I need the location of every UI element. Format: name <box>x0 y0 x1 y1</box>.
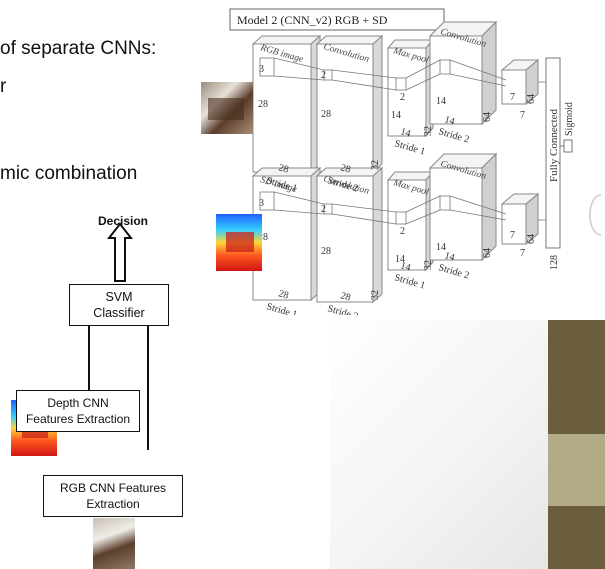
top-28-bottom-edge: 28 <box>277 162 290 175</box>
rgb-cnn-line2: Extraction <box>86 497 140 511</box>
top-stride2-conv2: Stride 2 <box>437 126 470 145</box>
bottom-conv-2: 2 <box>321 204 326 215</box>
decorative-bar-middle <box>548 434 605 506</box>
top-conv-2: 2 <box>321 70 326 81</box>
bottom-stride1-pool: Stride 1 <box>393 272 426 291</box>
depth-cnn-line1: Depth CNN <box>47 396 109 410</box>
bottom-final-7a: 7 <box>510 230 515 241</box>
top-stride1-pool: Stride 1 <box>393 138 426 157</box>
cnn-title: Model 2 (CNN_v2) RGB + SD <box>237 13 388 27</box>
svm-label-line1: SVM <box>105 290 133 304</box>
bottom-pool-14: 14 <box>395 254 405 265</box>
bottom-conv2-14: 14 <box>436 242 446 253</box>
rgb-room-photo <box>93 518 135 569</box>
svm-classifier-box: SVM Classifier <box>69 284 169 326</box>
decision-label: Decision <box>98 214 149 228</box>
flow-diagram-connectors <box>11 222 152 456</box>
bottom-64-final: 64 <box>526 234 537 244</box>
bottom-32-pool-depth: 32 <box>423 260 434 270</box>
top-final-7a: 7 <box>510 92 515 103</box>
slide-text-line-3: mic combination <box>0 163 138 184</box>
bottom-32-depth: 32 <box>370 290 381 300</box>
fc-128-label: 128 <box>549 255 560 270</box>
top-kernel-3: 3 <box>259 64 264 75</box>
bottom-stride2-conv2: Stride 2 <box>437 262 470 281</box>
top-pool-14: 14 <box>391 110 401 121</box>
bottom-final-7b: 7 <box>520 248 525 259</box>
depth-cnn-line2: Features Extraction <box>25 412 131 426</box>
top-14-conv2-edge: 14 <box>443 114 456 127</box>
rgb-cnn-line1: RGB CNN Features <box>59 481 167 495</box>
cnn-title-box <box>229 8 445 31</box>
bottom-14-conv2-edge: 14 <box>443 250 456 263</box>
top-28-conv-edge: 28 <box>339 162 352 175</box>
rgb-cnn-box: RGB CNN Features Extraction <box>43 475 183 517</box>
bottom-pool-2: 2 <box>400 226 405 237</box>
bottom-14-pool-edge: 14 <box>399 260 412 273</box>
bottom-64-depth: 64 <box>482 248 493 258</box>
bottom-conv-28: 28 <box>321 246 331 257</box>
sigmoid-label: Sigmoid <box>564 102 575 136</box>
fully-connected-label: Fully Connected <box>548 108 560 182</box>
decision-arrow-icon <box>106 222 134 282</box>
top-conv-28: 28 <box>321 109 331 120</box>
bottom-stride2-conv: Stride 2 <box>326 303 359 315</box>
bottom-kernel-3: 3 <box>259 198 264 209</box>
decorative-bar-bottom <box>548 506 605 569</box>
top-final-7b: 7 <box>520 110 525 121</box>
top-conv2-14: 14 <box>436 96 446 107</box>
svm-label-line2: Classifier <box>93 306 145 320</box>
bottom-28-conv-edge: 28 <box>339 290 352 303</box>
bottom-input-28: 28 <box>258 232 268 243</box>
top-64-final: 64 <box>526 94 537 104</box>
top-64-depth: 64 <box>482 112 493 122</box>
slide-text-line-2: r <box>0 76 7 97</box>
bottom-stride1-input: Stride 1 <box>265 301 298 315</box>
top-32-pool-depth: 32 <box>423 126 434 136</box>
slide-background-gradient <box>330 320 550 569</box>
slide-text-line-1: of separate CNNs: <box>0 38 157 59</box>
bottom-28-bottom-edge: 28 <box>277 288 290 301</box>
decorative-bar-top <box>548 320 605 434</box>
top-input-28: 28 <box>258 99 268 110</box>
cnn-architecture-diagram: Model 2 (CNN_v2) RGB + SD <box>201 8 602 315</box>
top-14-pool-edge: 14 <box>399 126 412 139</box>
top-32-depth: 32 <box>370 160 381 170</box>
top-pool-2: 2 <box>400 92 405 103</box>
depth-cnn-box: Depth CNN Features Extraction <box>16 390 140 432</box>
